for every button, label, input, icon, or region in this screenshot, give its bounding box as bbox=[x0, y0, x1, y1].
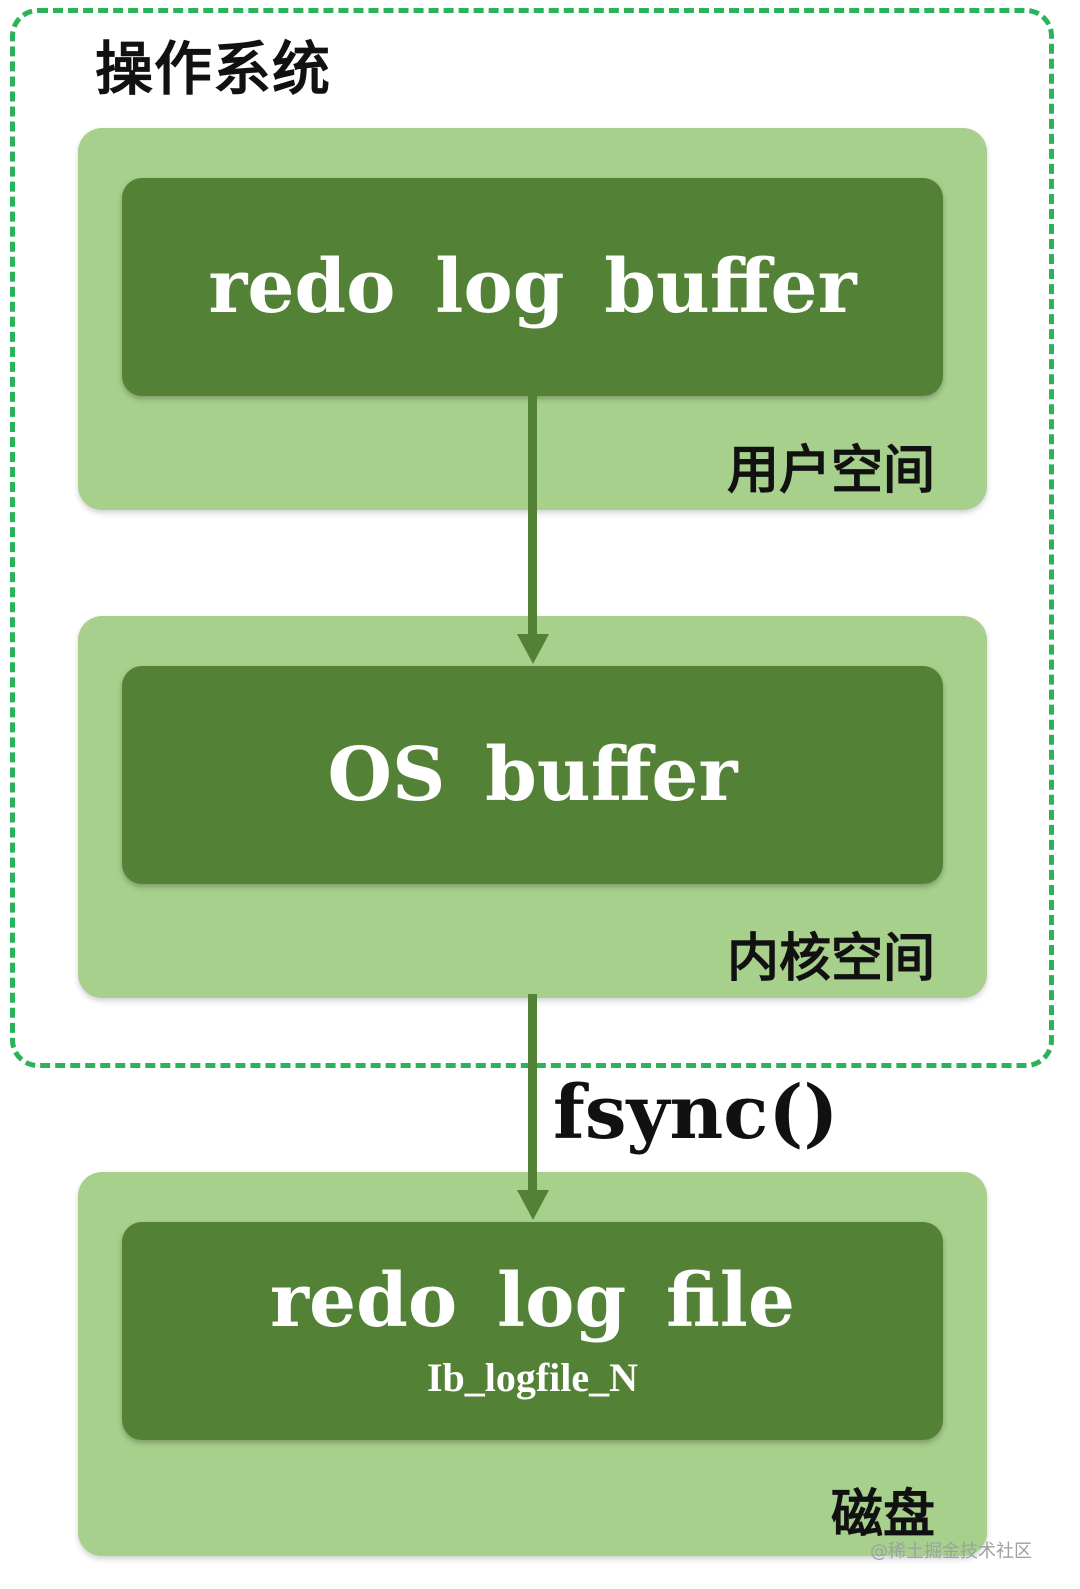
operating-system-title: 操作系统 bbox=[95, 35, 332, 103]
write-arrow-shaft bbox=[528, 396, 537, 638]
fsync-arrow-head bbox=[517, 1190, 549, 1220]
os-buffer-label: OS buffer bbox=[327, 732, 738, 818]
os-buffer-block: OS buffer bbox=[122, 666, 943, 884]
kernel-space-label: 内核空间 bbox=[726, 929, 935, 989]
logfile-name-label: Ib_logfile_N bbox=[426, 1355, 639, 1400]
fsync-arrow-shaft bbox=[528, 994, 537, 1194]
disk-label: 磁盘 bbox=[830, 1485, 935, 1545]
disk-region: redo log file Ib_logfile_N 磁盘 bbox=[78, 1172, 987, 1556]
watermark-text: @稀土掘金技术社区 bbox=[870, 1541, 1032, 1562]
redo-log-buffer-label: redo log buffer bbox=[208, 244, 857, 330]
user-space-label: 用户空间 bbox=[726, 441, 935, 501]
redo-log-buffer-block: redo log buffer bbox=[122, 178, 943, 396]
write-arrow-head bbox=[517, 634, 549, 664]
kernel-space-region: OS buffer 内核空间 bbox=[78, 616, 987, 998]
redo-log-file-block: redo log file Ib_logfile_N bbox=[122, 1222, 943, 1440]
fsync-label: fsync() bbox=[553, 1070, 839, 1156]
redo-log-file-label: redo log file bbox=[270, 1258, 795, 1344]
